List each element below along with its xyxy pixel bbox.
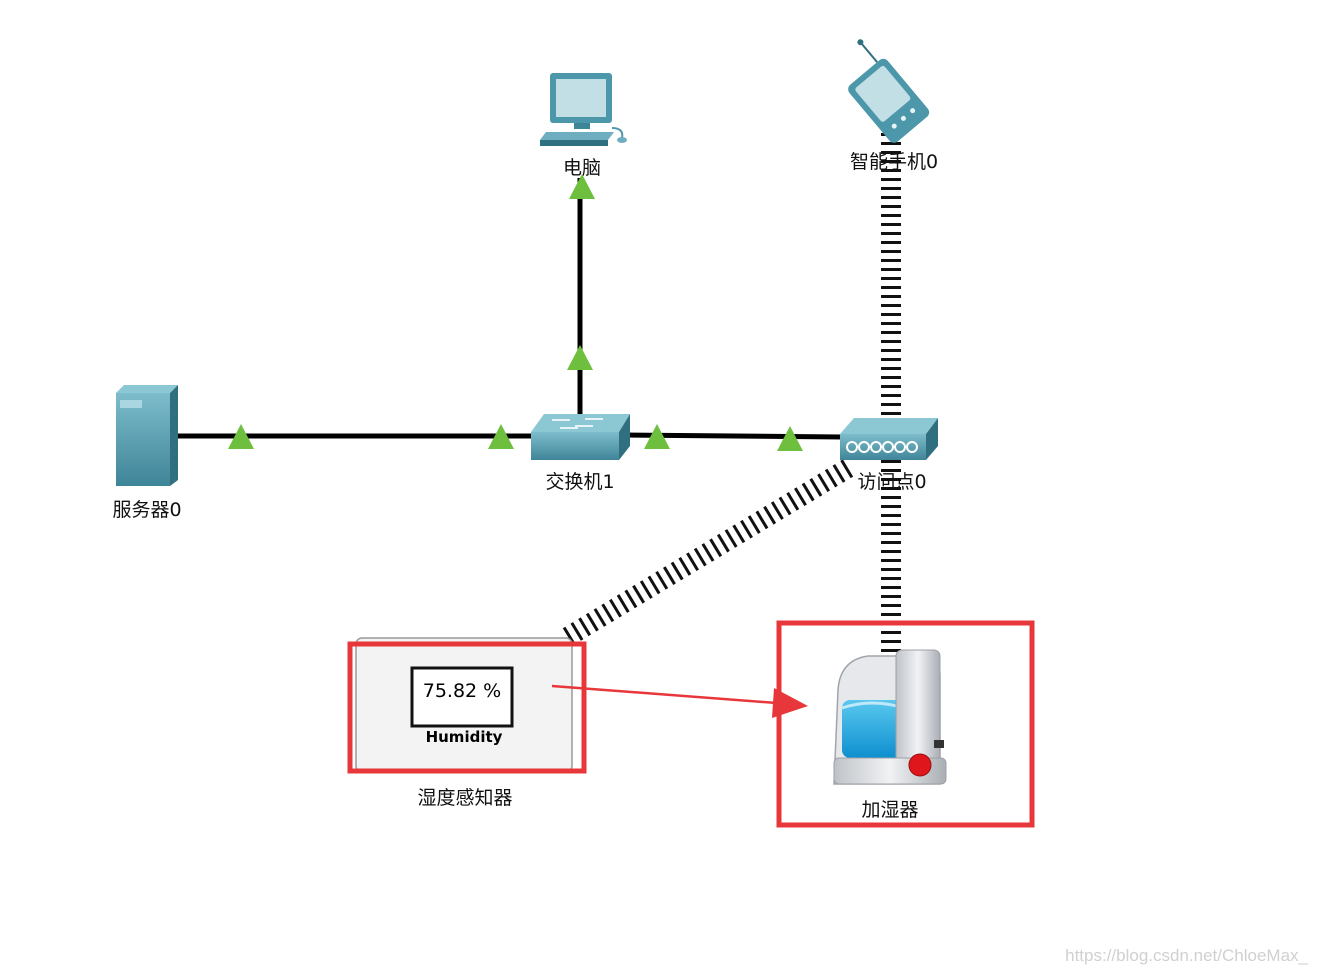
humidifier-label: 加湿器 (861, 799, 919, 821)
annotation-arrow (551, 684, 808, 718)
link-up-triangle (644, 424, 670, 449)
link-status-indicators (228, 174, 803, 451)
humidifier-highlight-box (776, 620, 1035, 828)
switch-label: 交换机1 (545, 471, 615, 493)
link-up-triangle (569, 174, 595, 199)
humidity-reading-display: 75.82 % (422, 680, 502, 702)
server-icon[interactable] (116, 385, 178, 486)
access-point-label: 访问点0 (857, 471, 927, 493)
switch-icon[interactable] (531, 414, 630, 460)
humidifier-power-light (908, 753, 932, 777)
smartphone-icon[interactable] (827, 34, 932, 145)
smartphone-label: 智能手机0 (849, 151, 939, 173)
access-point-icon[interactable] (840, 418, 938, 460)
pc-icon[interactable] (540, 73, 627, 146)
server-label: 服务器0 (112, 499, 182, 521)
link-up-triangle (567, 345, 593, 370)
link-up-triangle (777, 426, 803, 451)
humidity-display-title: Humidity (425, 728, 503, 746)
humidity-sensor-label: 湿度感知器 (417, 787, 513, 809)
link-up-triangle (488, 424, 514, 449)
watermark-text: https://blog.csdn.net/ChloeMax_ (1065, 946, 1308, 965)
wireless-link-ap-sensor[interactable] (560, 459, 854, 647)
humidifier-icon[interactable] (833, 649, 947, 785)
humidity-sensor-panel[interactable] (355, 637, 573, 773)
sensor-highlight-box (347, 641, 587, 774)
link-up-triangle (228, 424, 254, 449)
pc-label: 电脑 (562, 157, 602, 179)
